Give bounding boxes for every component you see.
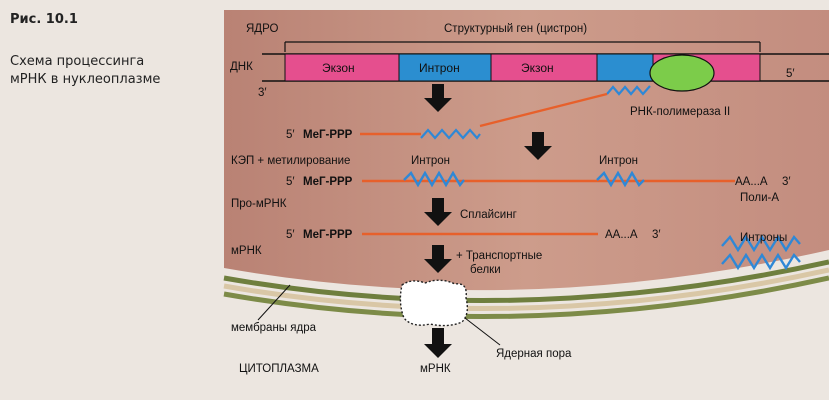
pre-mrna-label: Про-мРНК xyxy=(231,198,287,210)
pre-mrna-polyA: АА...А xyxy=(735,176,768,188)
dna-label: ДНК xyxy=(230,61,253,73)
intron-1 xyxy=(398,53,492,82)
polymerase-label: РНК-полимераза II xyxy=(630,106,730,118)
figure-number: Рис. 10.1 xyxy=(10,12,78,27)
figure-title-line2: мРНК в нуклеоплазме xyxy=(10,72,161,87)
cap-2: МеГ-PPP xyxy=(303,176,353,188)
pre-mrna-intron-zigzag-1 xyxy=(403,170,465,188)
pore-pointer xyxy=(464,317,501,346)
exon-1-label: Экзон xyxy=(322,61,355,75)
nascent-rna-zigzag xyxy=(606,85,651,96)
mrna-3prime: 3′ xyxy=(652,229,661,241)
arrow-transcription xyxy=(424,84,452,112)
exon-2-label: Экзон xyxy=(521,61,554,75)
gene-label: Структурный ген (цистрон) xyxy=(444,23,587,35)
arrow-transport xyxy=(424,245,452,273)
rna2-5prime: 5′ xyxy=(286,176,295,188)
cap-1: МеГ-PPP xyxy=(303,129,353,141)
excised-intron-1 xyxy=(721,234,801,253)
nuclear-pore xyxy=(399,279,469,327)
intron-1-label: Интрон xyxy=(419,61,460,75)
arrow-splicing xyxy=(424,198,452,226)
pre-mrna-3prime: 3′ xyxy=(782,176,791,188)
nuclear-membrane-gap xyxy=(223,267,829,312)
figure-title: Схема процессинга мРНК в нуклеоплазме xyxy=(10,53,160,89)
capping-label: КЭП + метилирование xyxy=(231,155,350,167)
rna-polymerase xyxy=(649,54,715,92)
nuclear-membrane-outer xyxy=(223,259,829,304)
dna-3prime: 3′ xyxy=(258,87,267,99)
nuclear-membrane-inner xyxy=(223,275,829,320)
exon-2 xyxy=(490,53,598,82)
nascent-exon-zigzag xyxy=(420,128,481,140)
transport-label-2: белки xyxy=(470,264,501,276)
rna3-5prime: 5′ xyxy=(286,229,295,241)
nascent-rna-line xyxy=(479,92,608,128)
cytoplasm-label: ЦИТОПЛАЗМА xyxy=(239,363,319,375)
transport-label-1: + Транспортные xyxy=(456,250,542,262)
intron-label-1: Интрон xyxy=(411,155,450,167)
dna-5prime: 5′ xyxy=(786,68,795,80)
polyA-label: Поли-А xyxy=(740,192,779,204)
arrow-capping xyxy=(524,132,552,160)
intron-2 xyxy=(596,53,654,82)
exported-mrna-label: мРНК xyxy=(420,363,451,375)
introns-label: Интроны xyxy=(740,232,787,244)
figure-title-line1: Схема процессинга xyxy=(10,54,145,69)
nucleus-label: ЯДРО xyxy=(246,23,279,35)
arrow-export xyxy=(424,328,452,358)
rna1-5prime: 5′ xyxy=(286,129,295,141)
membranes-label: мембраны ядра xyxy=(231,322,317,334)
cap-3: МеГ-PPP xyxy=(303,229,353,241)
mrna-polyA: АА...А xyxy=(605,229,638,241)
pre-mrna-intron-zigzag-2 xyxy=(596,170,645,188)
mrna-label: мРНК xyxy=(231,245,262,257)
splicing-label: Сплайсинг xyxy=(460,209,517,221)
intron-label-2: Интрон xyxy=(599,155,638,167)
membrane-pointer xyxy=(257,284,291,321)
excised-intron-2 xyxy=(721,252,801,271)
pore-label: Ядерная пора xyxy=(496,348,572,360)
